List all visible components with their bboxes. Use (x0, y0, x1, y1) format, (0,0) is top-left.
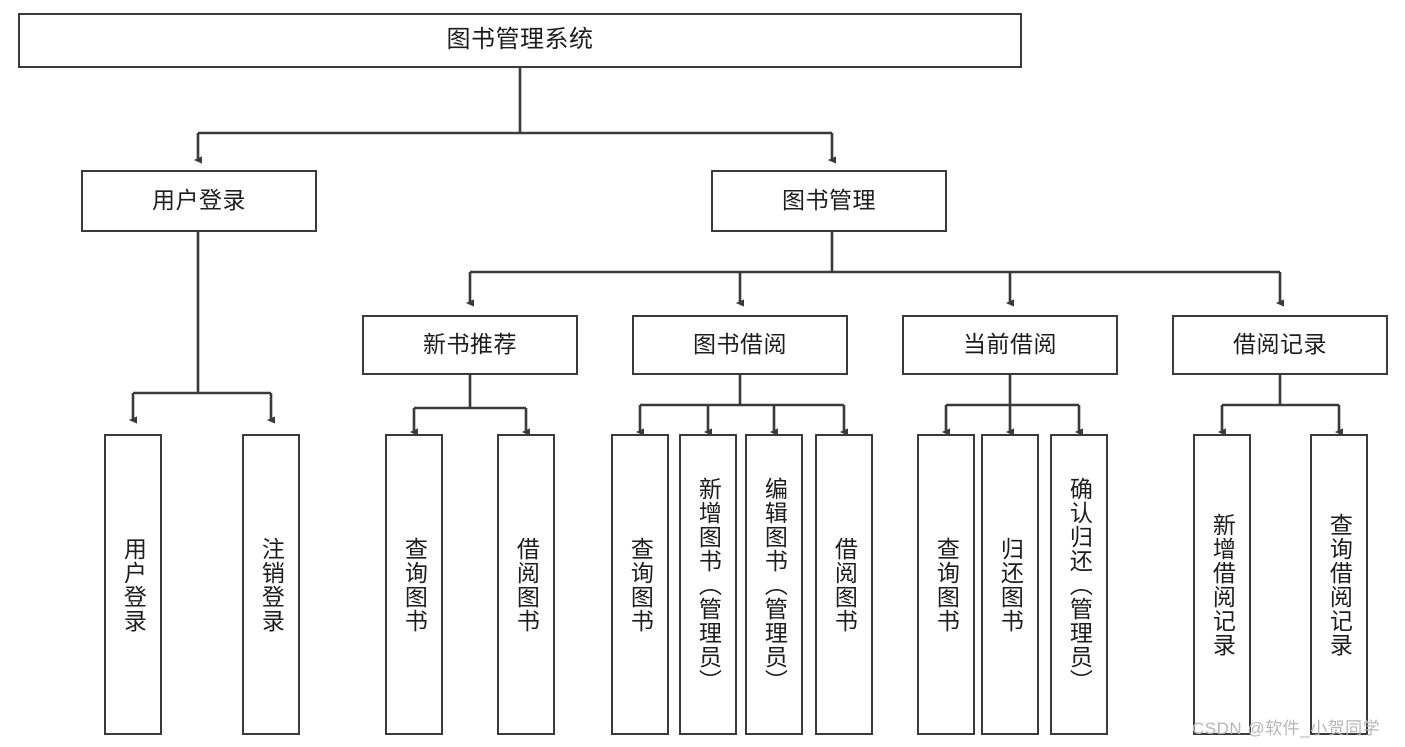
leaf-add-book-admin[interactable]: 新增图书（管理员） (679, 434, 737, 735)
node-label: 用户登录 (120, 536, 147, 633)
node-label: 新增图书（管理员） (695, 476, 722, 693)
node-user-login[interactable]: 用户登录 (81, 170, 317, 232)
node-label: 用户登录 (152, 187, 246, 214)
leaf-borrow-books-new[interactable]: 借阅图书 (497, 434, 555, 735)
leaf-user-login[interactable]: 用户登录 (104, 434, 162, 735)
node-label: 新书推荐 (423, 331, 517, 358)
node-label: 当前借阅 (963, 331, 1057, 358)
leaf-query-books-borrow[interactable]: 查询图书 (611, 434, 669, 735)
node-label: 借阅记录 (1233, 331, 1327, 358)
leaf-query-books-new[interactable]: 查询图书 (385, 434, 443, 735)
node-new-book-recommendation[interactable]: 新书推荐 (362, 315, 578, 375)
node-label: 查询借阅记录 (1326, 512, 1353, 657)
node-label: 编辑图书（管理员） (761, 476, 788, 693)
leaf-query-borrow-record[interactable]: 查询借阅记录 (1310, 434, 1368, 735)
node-label: 查询图书 (627, 536, 654, 633)
leaf-add-borrow-record[interactable]: 新增借阅记录 (1193, 434, 1251, 735)
leaf-edit-book-admin[interactable]: 编辑图书（管理员） (745, 434, 803, 735)
node-label: 图书管理系统 (446, 26, 594, 54)
node-label: 查询图书 (401, 536, 428, 633)
node-label: 图书借阅 (693, 331, 787, 358)
node-label: 借阅图书 (831, 536, 858, 633)
watermark: CSDN @软件_小贺同学 (1192, 719, 1381, 738)
node-label: 归还图书 (997, 536, 1024, 633)
node-label: 图书管理 (782, 187, 876, 214)
leaf-logout[interactable]: 注销登录 (242, 434, 300, 735)
node-label: 注销登录 (258, 536, 285, 633)
node-label: 查询图书 (933, 536, 960, 633)
node-label: 确认归还（管理员） (1066, 476, 1093, 693)
node-label: 新增借阅记录 (1209, 512, 1236, 657)
leaf-borrow-books[interactable]: 借阅图书 (815, 434, 873, 735)
leaf-confirm-return-admin[interactable]: 确认归还（管理员） (1050, 434, 1108, 735)
node-root-book-management-system[interactable]: 图书管理系统 (18, 13, 1022, 68)
node-current-borrowing[interactable]: 当前借阅 (902, 315, 1118, 375)
node-label: 借阅图书 (513, 536, 540, 633)
leaf-query-books-current[interactable]: 查询图书 (917, 434, 975, 735)
node-borrowing-records[interactable]: 借阅记录 (1172, 315, 1388, 375)
leaf-return-books[interactable]: 归还图书 (981, 434, 1039, 735)
node-book-management[interactable]: 图书管理 (711, 170, 947, 232)
node-book-borrowing[interactable]: 图书借阅 (632, 315, 848, 375)
